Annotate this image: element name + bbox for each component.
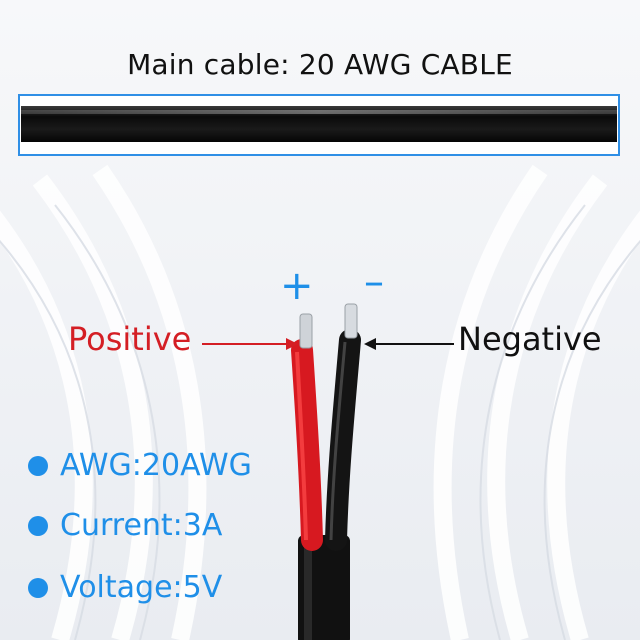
positive-label: Positive <box>68 320 192 358</box>
bullet-icon <box>28 577 48 598</box>
spec-awg: AWG:20AWG <box>28 448 252 483</box>
bullet-icon <box>28 515 48 536</box>
red-wire <box>291 339 323 551</box>
cable-strip <box>21 106 617 142</box>
plus-sign: + <box>280 263 314 309</box>
spec-current-text: Current:3A <box>60 508 223 543</box>
spec-voltage: Voltage:5V <box>28 570 222 605</box>
spec-voltage-text: Voltage:5V <box>60 570 223 605</box>
black-wire <box>325 329 361 551</box>
positive-conductor <box>299 313 313 349</box>
negative-conductor <box>344 303 358 339</box>
minus-sign: – <box>364 259 384 305</box>
main-cable-illustration <box>18 94 620 156</box>
spec-current: Current:3A <box>28 508 222 543</box>
bullet-icon <box>28 455 48 476</box>
spec-awg-text: AWG:20AWG <box>60 448 252 483</box>
page-title: Main cable: 20 AWG CABLE <box>127 48 513 81</box>
negative-label: Negative <box>458 320 602 358</box>
